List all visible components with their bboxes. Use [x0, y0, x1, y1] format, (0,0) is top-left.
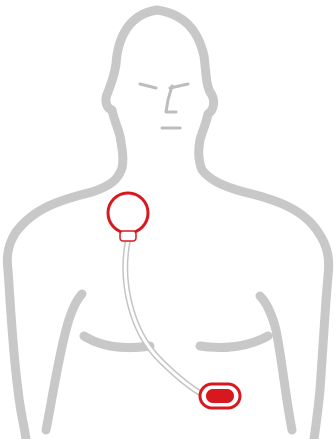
- right-arm-line: [314, 300, 326, 439]
- right-armpit-line: [260, 296, 292, 430]
- nose: [166, 86, 176, 112]
- left-eyebrow: [140, 84, 156, 88]
- left-armpit-line: [46, 294, 82, 430]
- device-inner-body: [206, 389, 234, 403]
- chest-pad-electrode: [108, 193, 148, 241]
- head-outline-left: [7, 10, 157, 300]
- face-features: [140, 84, 188, 128]
- body-outline: [7, 10, 328, 439]
- lead-wire: [125, 240, 206, 396]
- right-pectoral-line: [200, 336, 268, 348]
- head-outline-right: [157, 10, 329, 300]
- chest-pad-ring: [108, 193, 148, 233]
- chest-pad-connector: [120, 231, 136, 241]
- left-arm-line: [10, 300, 26, 439]
- implanted-device: [200, 384, 240, 408]
- lead-wire-inner: [125, 240, 206, 396]
- lead-wire-outer: [125, 240, 206, 396]
